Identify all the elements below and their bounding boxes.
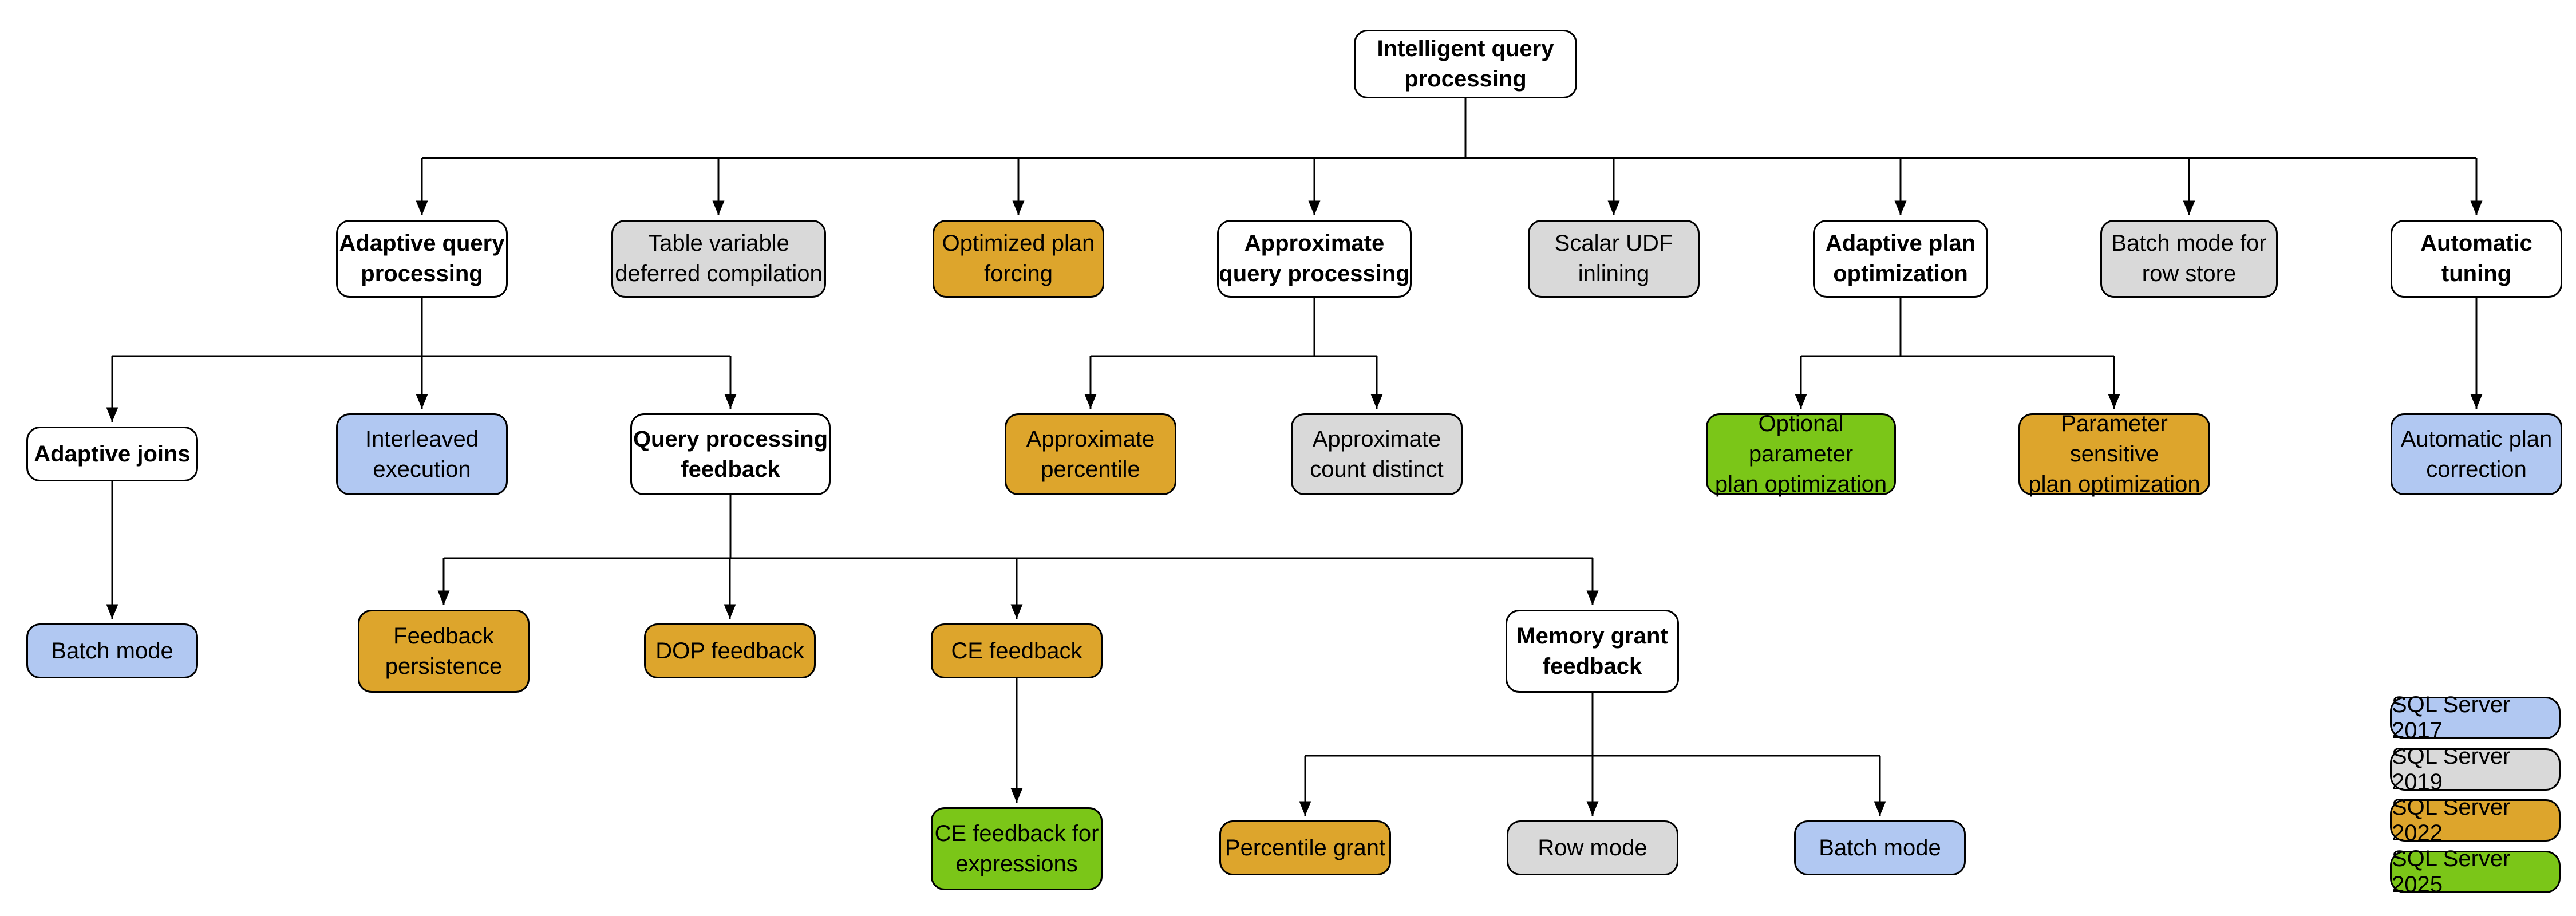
node-ce-feedback: CE feedback [931, 623, 1103, 678]
node-optional-parameter-plan-optimization: Optional parameter plan optimization [1706, 411, 1896, 497]
node-row-mode: Row mode [1507, 820, 1678, 875]
node-dop-feedback: DOP feedback [644, 623, 816, 678]
node-batch-mode-for-row-store: Batch mode for row store [2100, 220, 2278, 298]
node-approximate-count-distinct: Approximate count distinct [1291, 413, 1463, 495]
legend-sql-server-2017: SQL Server 2017 [2390, 692, 2561, 743]
node-feedback-persistence: Feedback persistence [358, 610, 530, 693]
node-parameter-sensitive-plan-optimization: Parameter sensitive plan optimization [2018, 411, 2210, 497]
node-table-variable-deferred-compilation: Table variable deferred compilation [611, 220, 826, 298]
node-query-processing-feedback: Query processing feedback [630, 413, 831, 495]
node-intelligent-query-processing: Intelligent query processing [1354, 30, 1577, 98]
node-optimized-plan-forcing: Optimized plan forcing [933, 220, 1104, 298]
legend-sql-server-2019: SQL Server 2019 [2390, 744, 2561, 795]
node-adaptive-joins: Adaptive joins [26, 427, 198, 481]
node-percentile-grant: Percentile grant [1219, 820, 1391, 875]
node-batch-mode-adaptive-joins: Batch mode [26, 623, 198, 678]
node-batch-mode-memory-grant: Batch mode [1794, 820, 1966, 875]
node-adaptive-query-processing: Adaptive query processing [336, 220, 508, 298]
node-ce-feedback-for-expressions: CE feedback for expressions [931, 807, 1103, 890]
node-scalar-udf-inlining: Scalar UDF inlining [1528, 220, 1700, 298]
node-approximate-query-processing: Approximate query processing [1217, 220, 1412, 298]
node-memory-grant-feedback: Memory grant feedback [1506, 610, 1679, 693]
node-automatic-plan-correction: Automatic plan correction [2391, 413, 2562, 495]
node-interleaved-execution: Interleaved execution [336, 413, 508, 495]
legend-sql-server-2025: SQL Server 2025 [2390, 846, 2561, 897]
node-approximate-percentile: Approximate percentile [1005, 413, 1176, 495]
node-adaptive-plan-optimization: Adaptive plan optimization [1813, 220, 1988, 298]
node-automatic-tuning: Automatic tuning [2391, 220, 2562, 298]
legend-sql-server-2022: SQL Server 2022 [2390, 795, 2561, 846]
